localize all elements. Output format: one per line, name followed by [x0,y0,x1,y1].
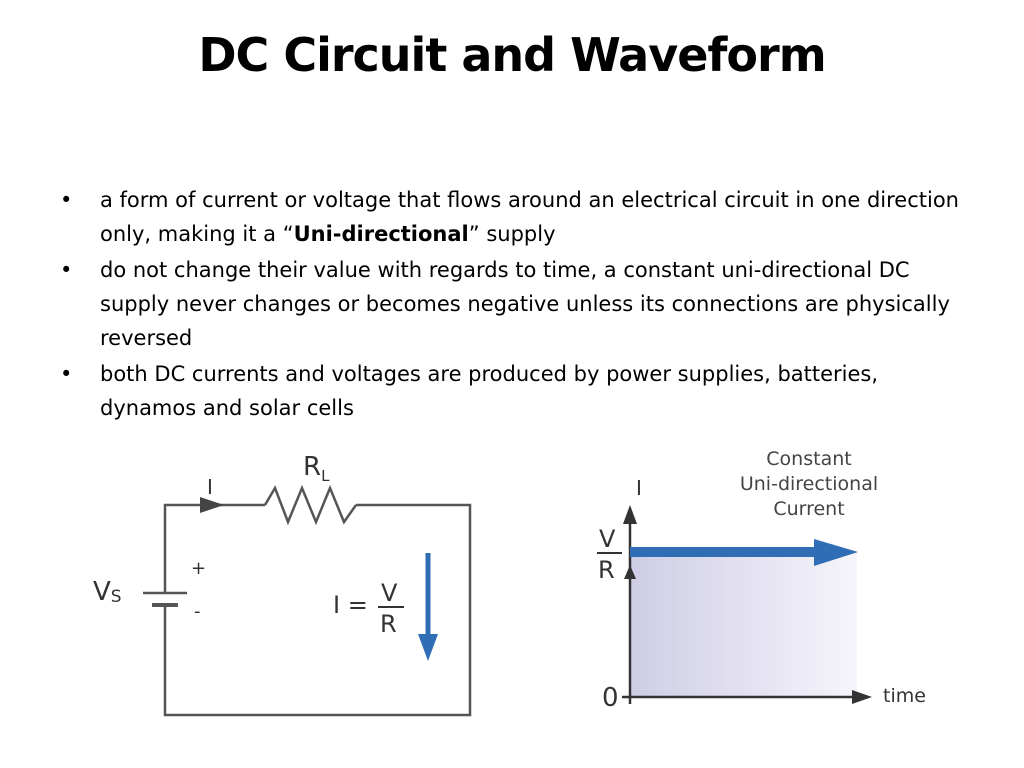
ohms-law-formula: I = V R [333,579,404,638]
bullet-marker: • [60,188,73,212]
slide-title: DC Circuit and Waveform [198,28,826,82]
constant-current-arrowhead [814,539,858,566]
current-direction-arrow [200,497,224,513]
x-axis-arrowhead [852,690,872,704]
bullet-item: • both DC currents and voltages are prod… [60,357,960,425]
y-axis-level-tick [624,565,636,579]
current-label: I [207,475,213,499]
waveform-annotation-line: Constant [766,448,851,470]
area-under-current [631,552,857,697]
y-axis-label: I [636,476,642,500]
bullet-text: do not change their value with regards t… [100,258,950,350]
dc-circuit [143,484,472,717]
resistor-zigzag [263,484,358,526]
plus-sign: + [191,558,206,579]
waveform-annotation-line: Uni-directional [740,473,878,495]
bullet-list: • a form of current or voltage that flow… [60,183,960,427]
level-denominator: R [598,556,615,584]
resistor-label: RL [303,452,330,485]
waveform-annotation-line: Current [773,498,844,520]
circuit-wire-top-left [163,503,265,593]
resistor-subscript: L [321,467,330,485]
source-subscript: S [111,587,122,607]
bullet-bold-text: Uni-directional [293,222,469,246]
x-axis-label: time [883,685,926,707]
ohms-law-numerator: V [381,579,398,607]
bullet-text: a form of current or voltage that flows … [100,188,959,246]
ohms-law-lhs: I = [333,591,368,619]
bullet-marker: • [60,362,73,386]
dc-waveform-graph: Constant Uni-directional Current I V R 0… [597,448,926,713]
source-label: VS [93,577,122,607]
minus-sign: - [194,601,201,622]
y-axis-arrowhead [623,505,637,524]
circuit-wire-right [163,503,472,717]
bullet-item: • a form of current or voltage that flow… [60,183,960,251]
bullet-marker: • [60,258,73,282]
ohms-law-denominator: R [380,610,397,638]
current-flow-arrow-head [418,634,438,661]
level-numerator: V [599,525,616,553]
bullet-text-end: ” supply [468,222,556,246]
bullet-item: • do not change their value with regards… [60,253,960,355]
bullet-text: both DC currents and voltages are produc… [100,362,879,420]
origin-label: 0 [602,683,619,713]
